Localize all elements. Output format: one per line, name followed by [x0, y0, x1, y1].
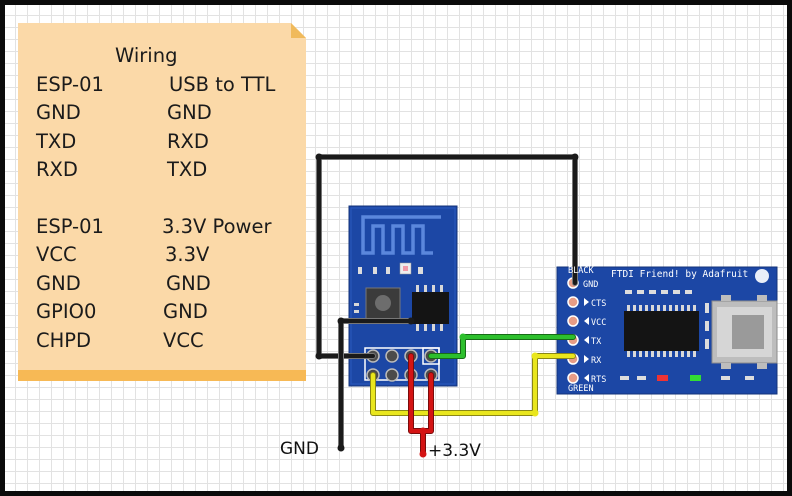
serial-row-3-esp: RXD [36, 158, 78, 181]
note-bottom-strip [18, 370, 306, 381]
power-row-2-power: GND [166, 272, 211, 295]
ftdi-pin-cts: CTS [591, 299, 606, 309]
flash-chip [412, 292, 449, 324]
serial-row-2-usb: RXD [167, 130, 209, 153]
serial-header-usb: USB to TTL [169, 73, 276, 96]
ftdi-pad-vcc [567, 315, 579, 327]
ftdi-pin-rx: RX [591, 356, 602, 366]
power-row-4-esp: CHPD [36, 329, 92, 352]
ftdi-pin-vcc: VCC [591, 318, 606, 328]
adafruit-logo-icon [755, 269, 769, 283]
ftdi-green-label: GREEN [568, 384, 594, 394]
wire-green-txd [429, 335, 575, 358]
serial-row-1-esp: GND [36, 101, 81, 124]
note-title: Wiring [115, 44, 178, 67]
v33-label: +3.3V [428, 441, 481, 461]
wire-red-chpd [409, 354, 425, 456]
antenna-trace [361, 215, 441, 255]
wire-junctions [315, 153, 579, 458]
serial-row-3-usb: TXD [167, 158, 208, 181]
led-red [657, 375, 668, 381]
power-row-4-power: VCC [163, 329, 204, 352]
ftdi-chip [624, 311, 699, 351]
ftdi-pin-rts: RTS [591, 375, 606, 385]
power-row-2-esp: GND [36, 272, 81, 295]
ftdi-pin-tx: TX [591, 337, 602, 347]
espressif-logo-icon [375, 295, 391, 311]
led-green [690, 375, 701, 381]
serial-row-2-esp: TXD [36, 130, 77, 153]
wiring-note [18, 23, 306, 381]
power-row-1-esp: VCC [36, 243, 77, 266]
ftdi-pad-cts [567, 296, 579, 308]
ftdi-pin-arrows [584, 298, 589, 382]
ftdi-black-label: BLACK [568, 266, 594, 276]
esp-pin-chpd [385, 349, 399, 363]
power-header-power: 3.3V Power [162, 215, 272, 238]
power-row-1-power: 3.3V [165, 243, 210, 266]
serial-header-esp: ESP-01 [36, 73, 104, 96]
esp-pin-gpio2 [385, 368, 399, 382]
gnd-label: GND [280, 439, 319, 459]
serial-row-1-usb: GND [167, 101, 212, 124]
power-row-3-power: GND [163, 300, 208, 323]
ftdi-pin-gnd: GND [583, 280, 598, 290]
power-header-esp: ESP-01 [36, 215, 104, 238]
power-row-3-esp: GPIO0 [36, 300, 97, 323]
ftdi-pad-rts [567, 372, 579, 384]
ftdi-friend-board [556, 266, 778, 395]
circuit-drawing: BLACK GND CTS VCC TX RX RTS GREEN FTDI F… [315, 153, 778, 458]
ftdi-title: FTDI Friend! by Adafruit [611, 269, 748, 280]
